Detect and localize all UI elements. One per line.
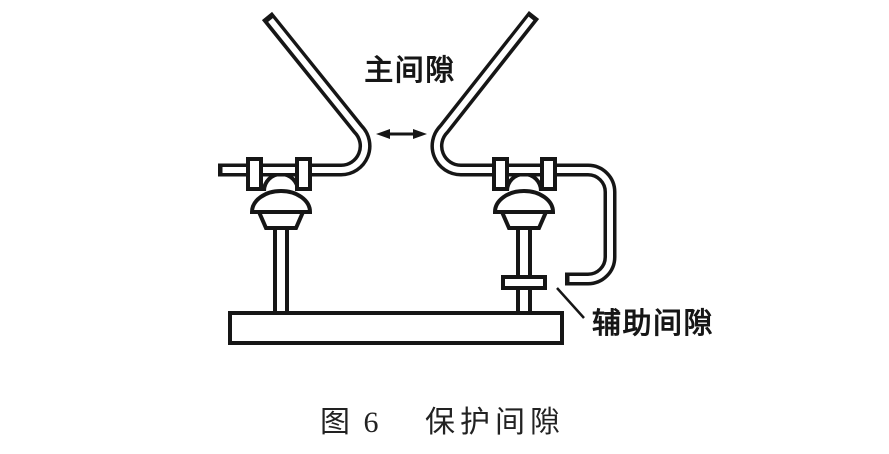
right-support-stem (516, 226, 532, 316)
base-plate (228, 311, 564, 345)
auxiliary-gap-leader-line (556, 287, 585, 319)
right-insulator-clamp-right (540, 157, 557, 191)
figure-caption-title: 保护间隙 (425, 406, 565, 439)
main-gap-arrowhead-right (413, 129, 427, 139)
main-gap-label: 主间隙 (364, 54, 456, 87)
right-horn-electrode-core (433, 16, 613, 282)
auxiliary-gap-plate (501, 275, 547, 290)
left-insulator-top-cap (262, 172, 300, 192)
left-insulator-neck (255, 210, 307, 230)
left-insulator-clamp-left (246, 157, 263, 191)
left-horn-electrode (218, 11, 372, 177)
figure-caption-number: 图 6 (320, 406, 382, 439)
right-insulator-bell (492, 189, 556, 214)
left-horn-electrode-core (222, 18, 369, 174)
right-insulator-clamp-left (492, 157, 509, 191)
auxiliary-gap-label: 辅助间隙 (592, 307, 714, 340)
left-support-stem (273, 226, 289, 316)
right-insulator-top-cap (505, 172, 543, 192)
left-insulator-clamp-right (295, 157, 312, 191)
main-gap-arrowhead-left (376, 129, 390, 139)
left-insulator-bell (249, 189, 313, 214)
right-insulator-neck (498, 210, 550, 230)
